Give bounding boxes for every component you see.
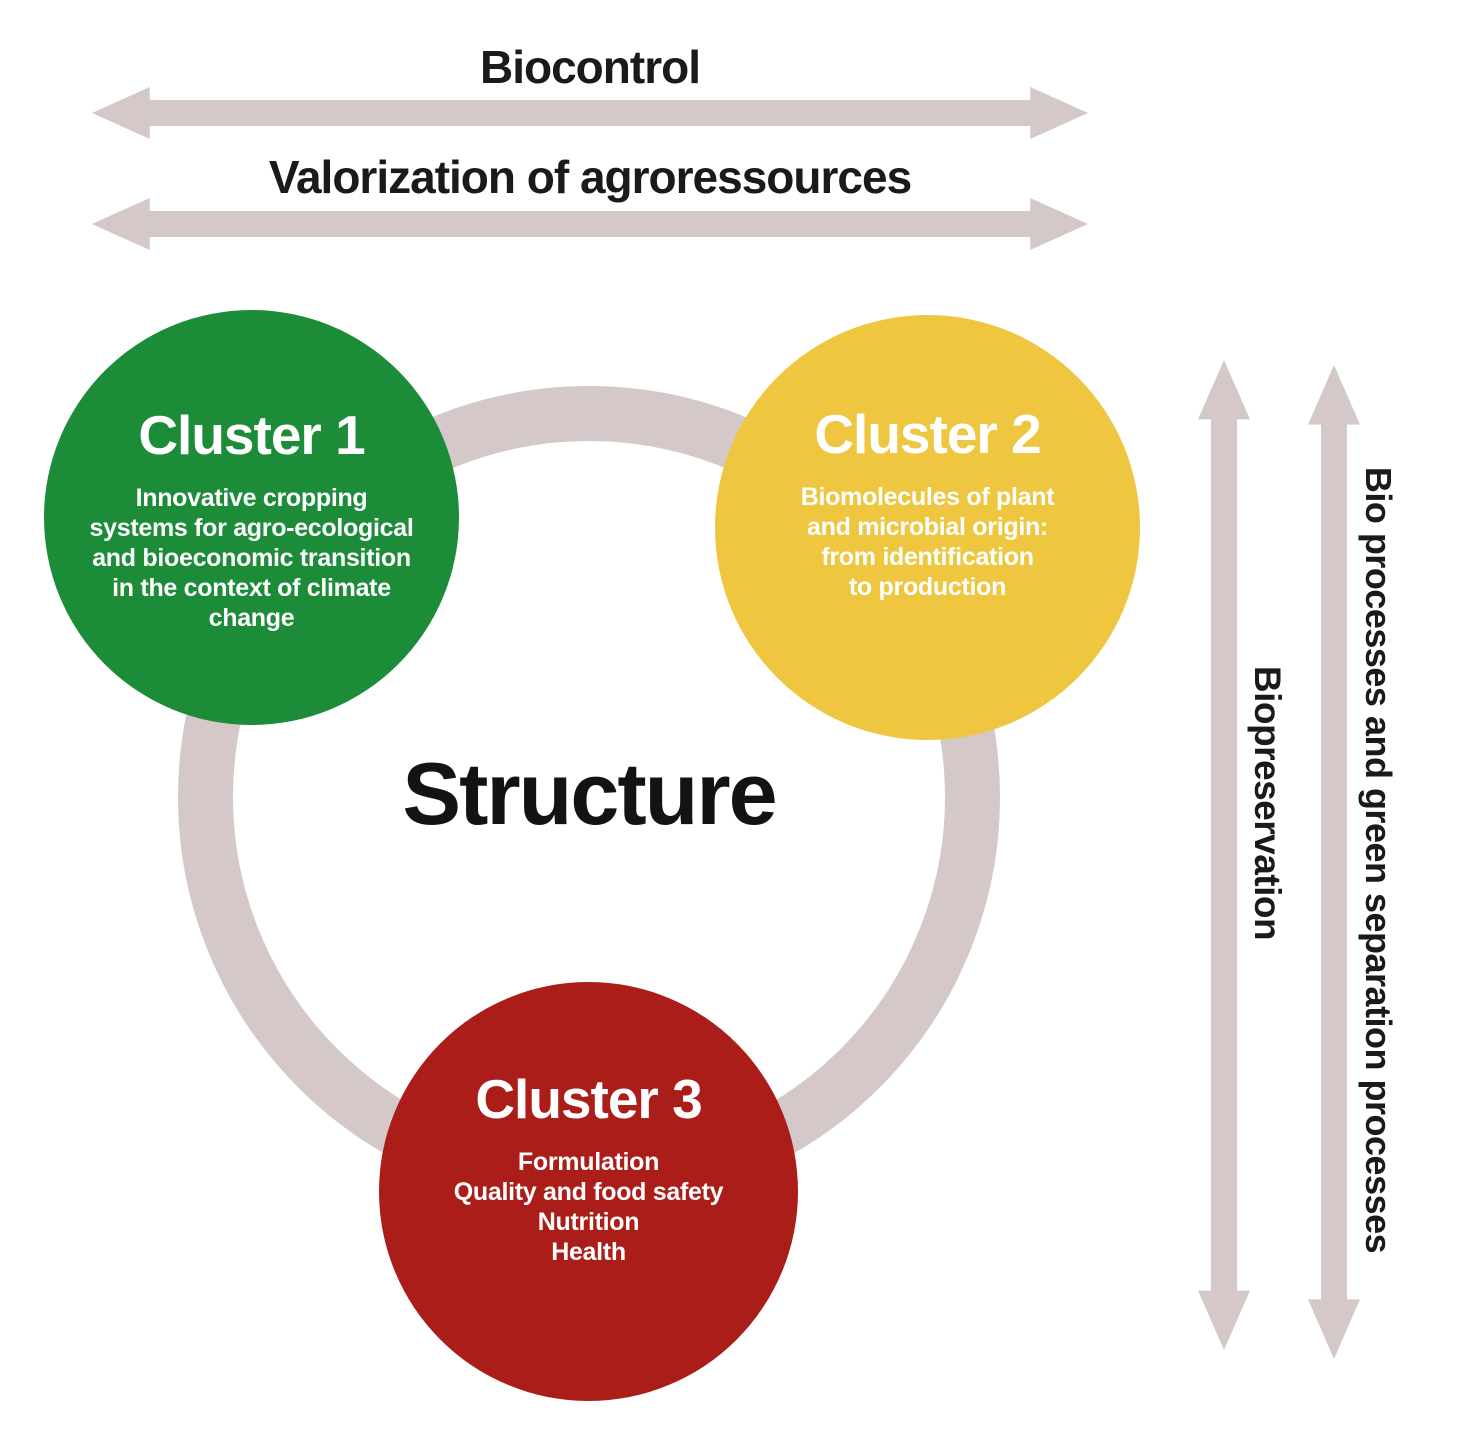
cluster-1-description: Innovative cropping systems for agro-eco… [89,483,414,632]
cluster-3-circle: Cluster 3 Formulation Quality and food s… [379,982,798,1401]
biocontrol-label: Biocontrol [480,41,701,93]
biocontrol-double-arrow-icon [92,87,1088,139]
valorization-label: Valorization of agroressources [268,151,912,203]
cluster-1-circle: Cluster 1 Innovative cropping systems fo… [44,310,459,725]
cluster-2-content: Cluster 2 Biomolecules of plant and micr… [800,402,1055,602]
structure-label: Structure [402,744,777,843]
valorization-double-arrow-icon [92,198,1088,250]
cluster-2-circle: Cluster 2 Biomolecules of plant and micr… [715,315,1140,740]
biopreservation-double-arrow-icon [1198,360,1250,1350]
cluster-3-title: Cluster 3 [475,1067,702,1130]
cluster-3-description: Formulation Quality and food safety Nutr… [453,1147,724,1266]
cluster-2-description: Biomolecules of plant and microbial orig… [800,482,1055,601]
cluster-1-content: Cluster 1 Innovative cropping systems fo… [90,407,414,633]
bioprocesses-label: Bio processes and green separation proce… [1358,466,1399,1254]
bioprocesses-double-arrow-icon [1308,365,1360,1359]
cluster-1-title: Cluster 1 [138,403,365,466]
cluster-3-content: Cluster 3 Formulation Quality and food s… [454,1071,724,1267]
biopreservation-label: Biopreservation [1247,665,1288,941]
cluster-2-title: Cluster 2 [814,402,1041,465]
